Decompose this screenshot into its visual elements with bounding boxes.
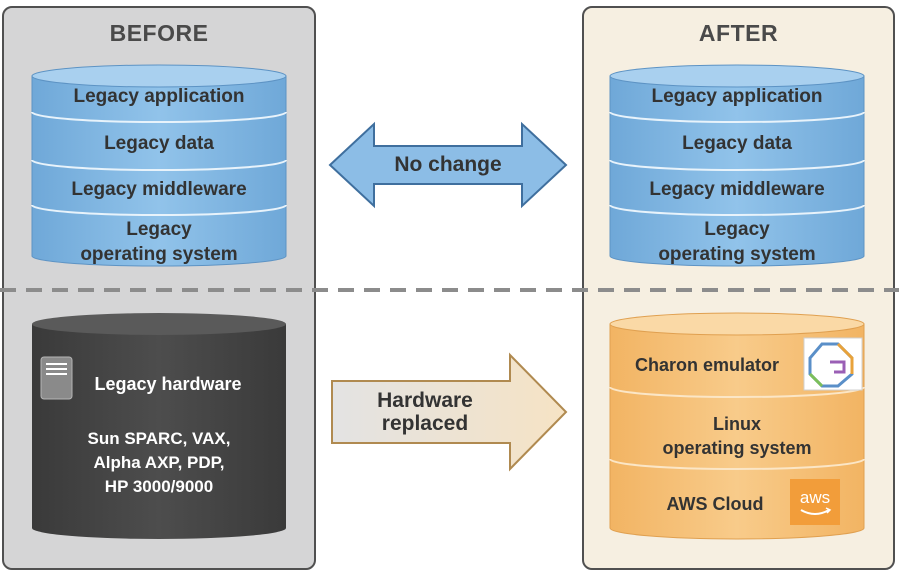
after-stack-item-middleware: Legacy middleware [649, 179, 825, 200]
before-stack-item-os-line2: operating system [80, 244, 238, 265]
aws-logo-text: aws [800, 488, 830, 507]
after-software-stack [609, 64, 865, 267]
charon-logo-icon [803, 337, 863, 391]
hardware-platforms-line3: HP 3000/9000 [104, 477, 214, 496]
before-title: BEFORE [109, 20, 209, 46]
charon-emulator-label: Charon emulator [634, 355, 780, 375]
before-stack-item-application: Legacy application [73, 86, 245, 107]
linux-os-line2: operating system [662, 438, 812, 458]
after-stack-item-application: Legacy application [651, 86, 823, 107]
hardware-replaced-label-line2: replaced [381, 412, 469, 435]
hardware-platforms-line1: Sun SPARC, VAX, [87, 429, 231, 448]
after-stack-item-os-line2: operating system [658, 244, 816, 265]
before-stack-item-middleware: Legacy middleware [71, 179, 247, 200]
after-title: AFTER [698, 20, 779, 46]
no-change-arrow [328, 121, 568, 209]
hardware-platforms-line2: Alpha AXP, PDP, [93, 453, 225, 472]
before-stack-item-data: Legacy data [104, 133, 214, 154]
server-icon [40, 356, 73, 400]
after-stack-item-os-line1: Legacy [704, 219, 770, 240]
legacy-hardware-label: Legacy hardware [94, 374, 242, 394]
aws-logo-icon: aws [790, 479, 840, 525]
hardware-replaced-label-line1: Hardware [377, 389, 473, 412]
aws-cloud-label: AWS Cloud [666, 494, 764, 514]
hardware-replaced-arrow [331, 352, 568, 472]
divider-dashed-line [0, 288, 899, 292]
before-hardware-cylinder [32, 313, 286, 539]
no-change-label: No change [394, 153, 502, 176]
before-software-stack [31, 64, 287, 267]
linux-os-line1: Linux [713, 414, 761, 434]
after-stack-item-data: Legacy data [682, 133, 792, 154]
before-stack-item-os-line1: Legacy [126, 219, 192, 240]
